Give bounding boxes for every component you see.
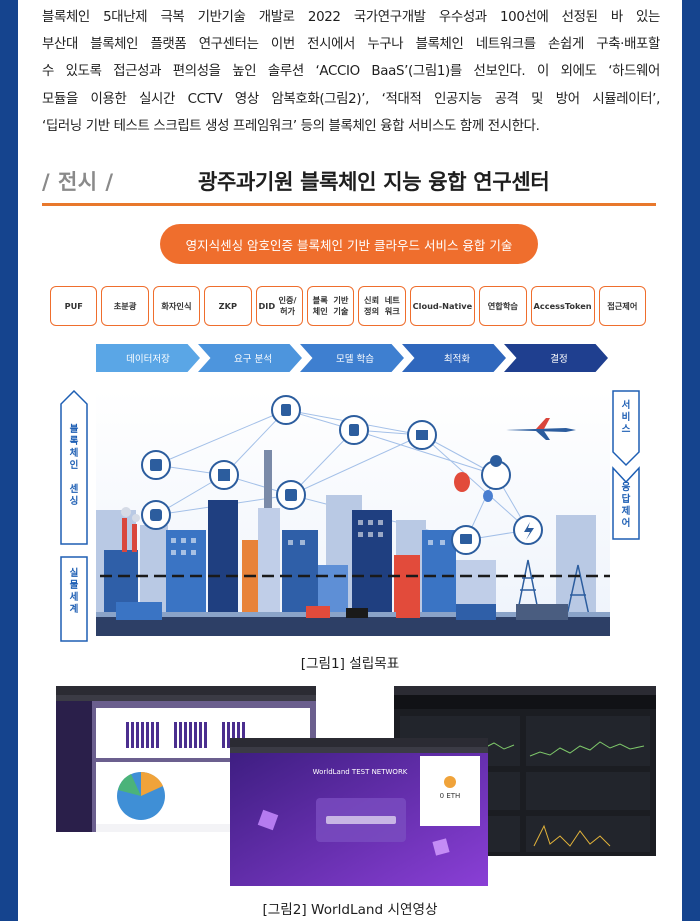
tech-tag-label: 인증/허가 <box>278 295 297 316</box>
tech-tag-label: Cloud- <box>412 300 443 311</box>
process-step: 데이터저장 <box>96 344 200 372</box>
tech-tag: PUF <box>50 286 98 326</box>
para-line: 모듈을 이용한 실시간 CCTV 영상 암복호화(그림2)’, ‘적대적 인공지… <box>42 91 660 107</box>
para-line: 수 있도록 접근성과 편의성을 높인 솔루션 ‘ACCIO BaaS’(그림1)… <box>42 64 660 80</box>
tech-tag: 화자인식 <box>152 286 201 326</box>
process-step: 결정 <box>504 344 608 372</box>
smart-city-illustration <box>46 390 656 636</box>
figure-1-caption: [그림1] 설립목표 <box>300 656 400 672</box>
tech-tag-label: Native <box>442 300 473 311</box>
article-page: 블록체인 5대난제 극복 기반기술 개발로 2022 국가연구개발 우수성과 1… <box>18 0 682 921</box>
body-paragraph: 블록체인 5대난제 극복 기반기술 개발로 2022 국가연구개발 우수성과 1… <box>42 4 660 140</box>
tech-tag-label: 기반기술 <box>333 295 349 316</box>
para-line: 부산대 블록체인 플랫폼 연구센터는 이번 전시에서 누구나 블록체인 네트워크… <box>42 37 660 53</box>
para-line: ‘딥러닝 기반 테스트 스크립트 생성 프레임워크’ 등의 블록체인 융합 서비… <box>42 118 540 134</box>
tech-tag-label: DID <box>258 300 276 311</box>
tech-tag-label: 초분광 <box>113 300 137 311</box>
figure-headline: 영지식센싱 암호인증 블록체인 기반 클라우드 서비스 융합 기술 <box>160 224 538 264</box>
tech-tag-label: 네트워크 <box>384 295 400 316</box>
tech-tag-label: 신뢰정의 <box>364 295 380 316</box>
tech-tag-label: PUF <box>64 300 83 311</box>
tech-tag: 블록체인 기반기술 <box>306 286 355 326</box>
tech-tag-label: 블록체인 <box>312 295 328 316</box>
tech-tag-label: Token <box>564 300 592 311</box>
tech-tag-label: 화자인식 <box>161 300 192 311</box>
tech-tag-label: 접근제어 <box>607 300 638 311</box>
tech-tag: ZKP <box>204 286 252 326</box>
wallet-balance: 0 ETH <box>439 792 461 800</box>
tech-tag: 연합학습 <box>479 286 527 326</box>
tech-tag-label: ZKP <box>218 300 237 311</box>
figure-2-caption: [그림2] WorldLand 시연영상 <box>262 902 438 918</box>
section-label: / 전시 / <box>42 170 114 194</box>
section-title: 광주과기원 블록체인 지능 융합 연구센터 <box>198 170 550 194</box>
figure-1-diagram: 영지식센싱 암호인증 블록체인 기반 클라우드 서비스 융합 기술 PUF 초분광… <box>42 218 656 642</box>
demo-screenshot-worldland: WorldLand TEST NETWORK 0 ETH <box>230 738 488 886</box>
process-step: 최적화 <box>402 344 506 372</box>
tech-tag-label: 연합학습 <box>487 300 518 311</box>
section-divider <box>42 203 656 206</box>
tech-tag: 초분광 <box>101 286 149 326</box>
process-step: 모델 학습 <box>300 344 404 372</box>
process-step: 요구 분석 <box>198 344 302 372</box>
demo-network-title: WorldLand TEST NETWORK <box>312 768 408 776</box>
tech-tag-label: Access <box>533 300 565 311</box>
tech-tag: 접근제어 <box>598 286 646 326</box>
tech-tag: Cloud-Native <box>409 286 476 326</box>
para-line: 블록체인 5대난제 극복 기반기술 개발로 2022 국가연구개발 우수성과 1… <box>42 10 660 25</box>
